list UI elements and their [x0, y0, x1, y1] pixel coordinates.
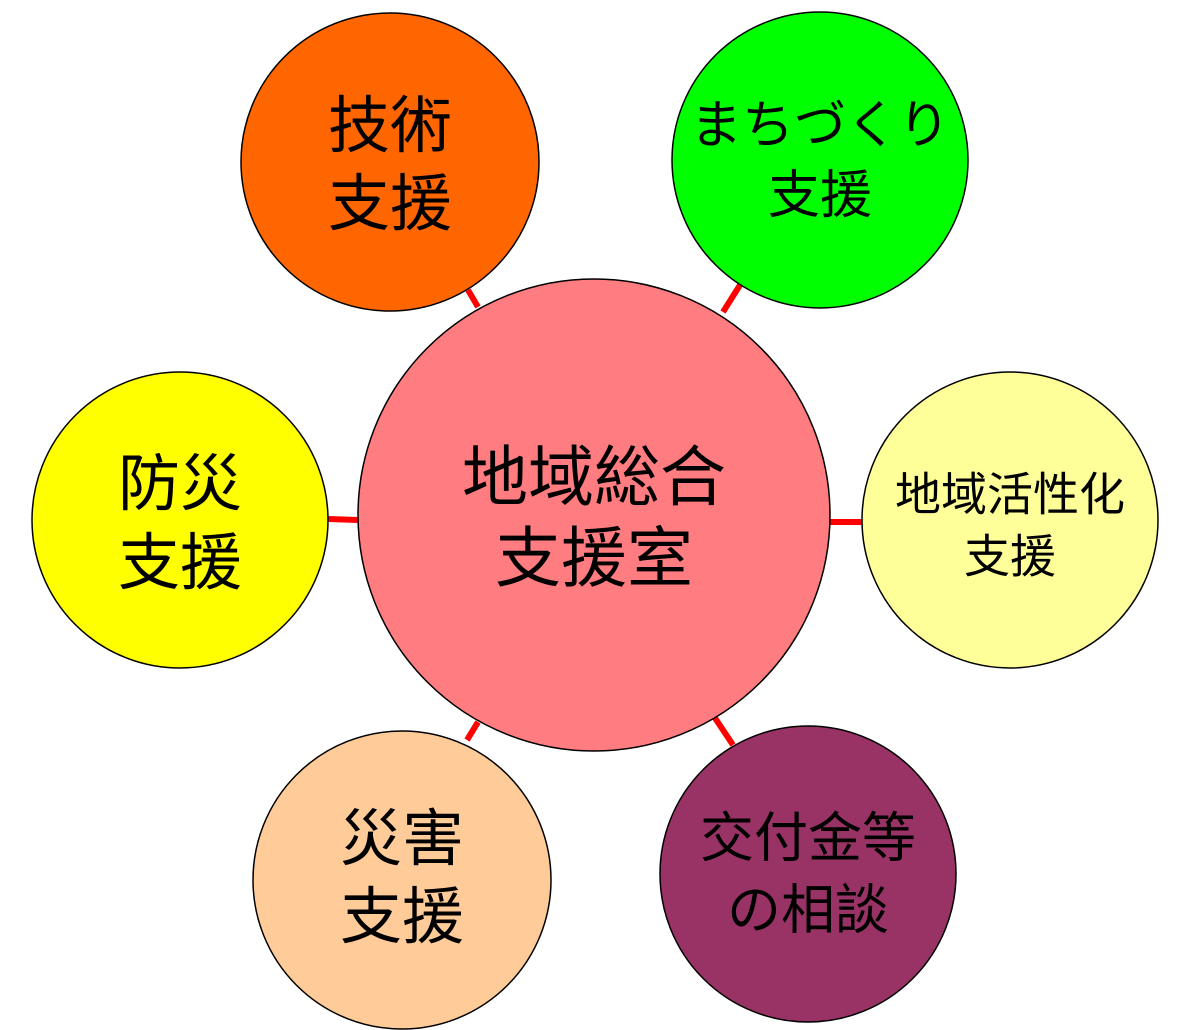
regional-revitalization-support-label-line-1: 地域活性化	[895, 468, 1125, 522]
node-town-planning-support: まちづくり 支援	[671, 11, 969, 309]
disaster-prevention-support-label-line-1: 防災	[118, 447, 242, 520]
town-planning-support-label-line-2: 支援	[768, 166, 872, 226]
node-regional-revitalization-support: 地域活性化 支援	[861, 371, 1159, 669]
center-label-line-2: 支援室	[495, 520, 693, 597]
technical-support-label-line-2: 支援	[328, 167, 452, 240]
technical-support-circle	[240, 12, 540, 312]
center-circle	[357, 278, 831, 752]
connector-town-planning-support	[720, 283, 743, 314]
disaster-support-label-line-2: 支援	[340, 880, 464, 953]
grant-consultation-circle	[659, 725, 957, 1023]
connectors	[327, 283, 864, 747]
regional-revitalization-support-label-line-2: 支援	[964, 530, 1056, 584]
connector-technical-support	[465, 288, 481, 309]
node-disaster-prevention-support: 防災 支援	[31, 371, 329, 669]
connector-disaster-support	[464, 720, 481, 742]
grant-consultation-label-line-1: 交付金等	[700, 807, 916, 870]
regional-revitalization-support-circle	[861, 371, 1159, 669]
center-label-line-1: 地域総合	[462, 439, 726, 516]
town-planning-support-label-line-1: まちづくり	[690, 96, 950, 156]
center-node: 地域総合 支援室	[357, 278, 831, 752]
node-disaster-support: 災害 支援	[252, 730, 552, 1030]
town-planning-support-circle	[671, 11, 969, 309]
node-technical-support: 技術 支援	[240, 12, 540, 312]
disaster-prevention-support-label-line-2: 支援	[118, 526, 242, 599]
disaster-support-circle	[252, 730, 552, 1030]
connector-disaster-prevention-support	[327, 516, 359, 523]
node-grant-consultation: 交付金等 の相談	[659, 725, 957, 1023]
technical-support-label-line-1: 技術	[328, 89, 452, 162]
grant-consultation-label-line-2: の相談	[727, 879, 889, 942]
disaster-support-label-line-1: 災害	[340, 802, 464, 875]
disaster-prevention-support-circle	[31, 371, 329, 669]
connector-grant-consultation	[712, 716, 736, 747]
